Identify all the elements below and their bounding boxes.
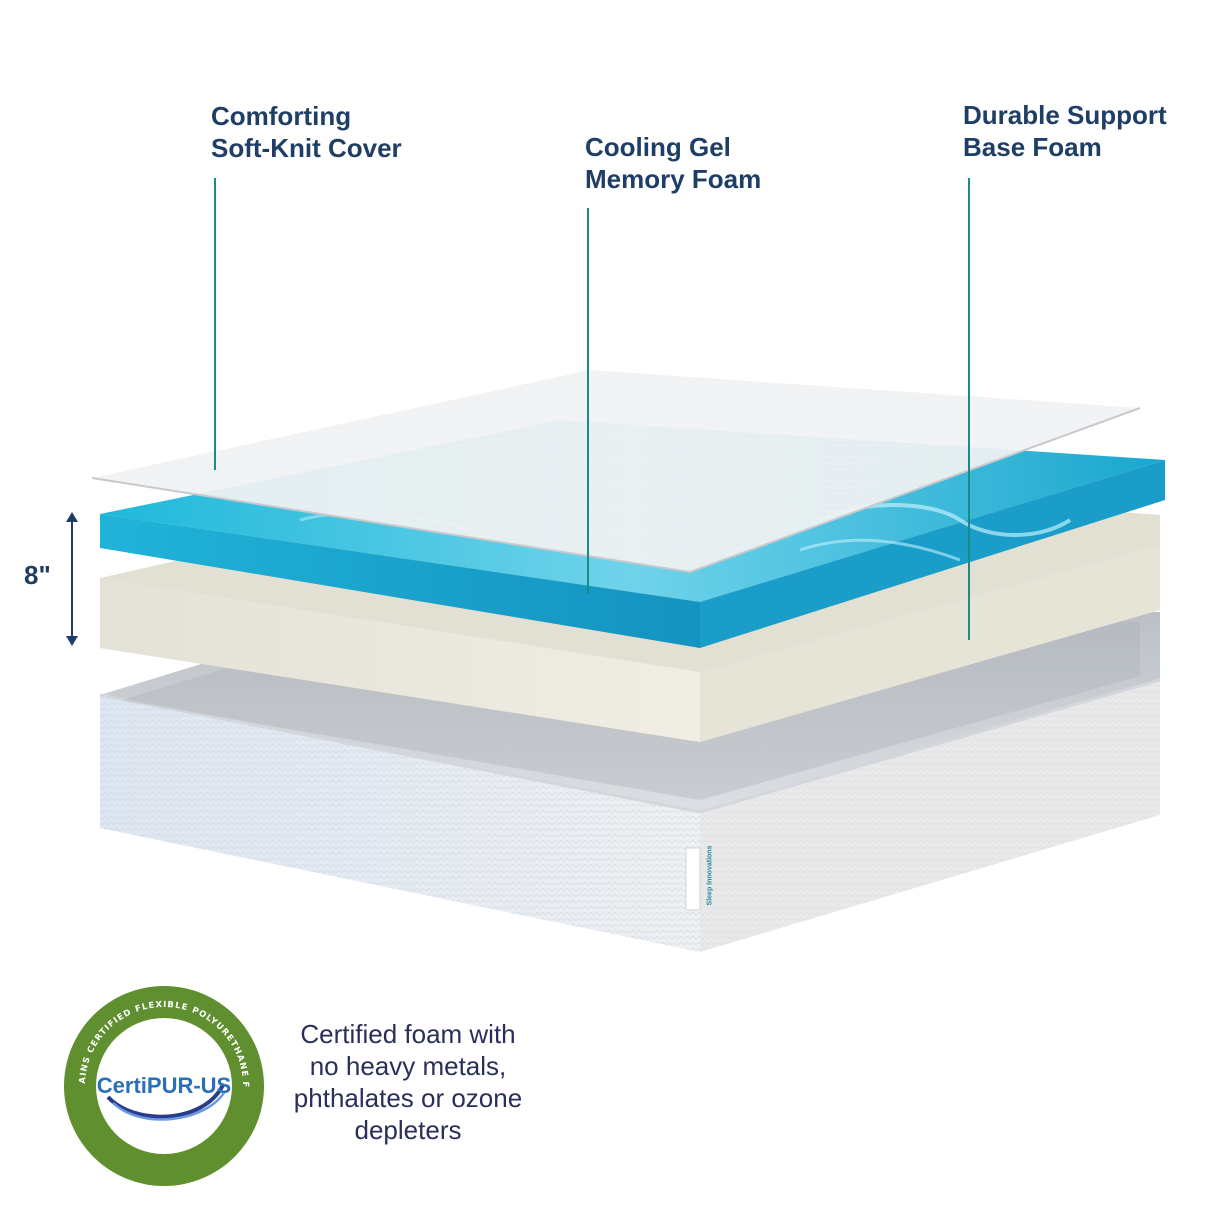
base-callout-line2: Base Foam xyxy=(963,132,1102,162)
cover-callout-line2: Soft-Knit Cover xyxy=(211,133,402,163)
gel-callout-line2: Memory Foam xyxy=(585,164,762,194)
base-callout-line1: Durable Support xyxy=(963,100,1167,130)
gel-callout-line1: Cooling Gel xyxy=(585,132,731,162)
double-arrow-icon xyxy=(66,512,78,646)
cover-callout-label: Comforting Soft-Knit Cover xyxy=(211,100,402,164)
brand-tag-line1: Sleep xyxy=(706,886,714,906)
cover-leader-line xyxy=(214,178,216,470)
base-callout-label: Durable Support Base Foam xyxy=(963,99,1167,163)
certification-text: Certified foam with no heavy metals, pht… xyxy=(278,1018,538,1146)
cert-line-4: depleters xyxy=(354,1115,462,1145)
gel-callout-label: Cooling Gel Memory Foam xyxy=(585,131,761,195)
cert-line-3: phthalates or ozone xyxy=(293,1083,523,1113)
base-leader-line xyxy=(968,178,970,640)
cert-line-2: no heavy metals, xyxy=(309,1051,507,1081)
soft-knit-cover xyxy=(91,370,1141,574)
cert-line-1: Certified foam with xyxy=(300,1019,516,1049)
brand-tag xyxy=(685,847,701,911)
height-dimension-label: 8" xyxy=(24,560,51,590)
certipur-badge: CONTAINS CERTIFIED FLEXIBLE POLYURETHANE… xyxy=(63,985,264,1186)
gel-leader-line xyxy=(587,208,589,594)
brand-tag-line2: Innovations xyxy=(706,845,714,885)
badge-name-text: CertiPUR-US xyxy=(97,1073,231,1098)
cover-callout-line1: Comforting xyxy=(211,101,352,131)
brand-tag-text: Sleep Innovations xyxy=(706,846,713,906)
